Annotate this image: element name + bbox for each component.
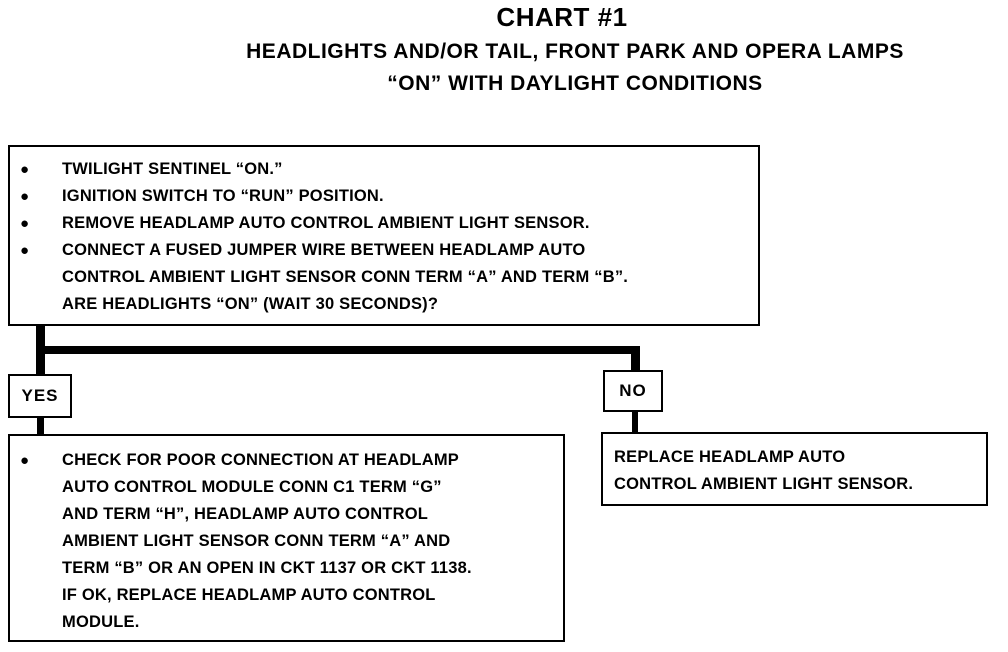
yes-step-1: CHECK FOR POOR CONNECTION AT HEADLAMP AU… bbox=[20, 447, 560, 636]
connector-no-to-box bbox=[632, 411, 638, 433]
chart-title-line-2: “ON” WITH DAYLIGHT CONDITIONS bbox=[387, 72, 763, 95]
main-step-3: REMOVE HEADLAMP AUTO CONTROL AMBIENT LIG… bbox=[20, 210, 750, 237]
no-result-box bbox=[601, 432, 988, 506]
connector-horizontal bbox=[36, 346, 640, 354]
main-step-list: TWILIGHT SENTINEL “ON.” IGNITION SWITCH … bbox=[20, 156, 750, 318]
yes-branch-label: YES bbox=[8, 374, 72, 418]
no-result-text: REPLACE HEADLAMP AUTO CONTROL AMBIENT LI… bbox=[614, 448, 914, 493]
no-branch-label: NO bbox=[603, 370, 663, 412]
main-step-4: CONNECT A FUSED JUMPER WIRE BETWEEN HEAD… bbox=[20, 237, 750, 318]
chart-number: CHART #1 bbox=[496, 2, 628, 32]
yes-step-list: CHECK FOR POOR CONNECTION AT HEADLAMP AU… bbox=[20, 447, 560, 636]
chart-title-line-1: HEADLIGHTS AND/OR TAIL, FRONT PARK AND O… bbox=[246, 40, 904, 63]
main-step-2: IGNITION SWITCH TO “RUN” POSITION. bbox=[20, 183, 750, 210]
connector-yes-to-box bbox=[37, 417, 44, 435]
connector-no-down bbox=[631, 346, 640, 371]
main-step-1: TWILIGHT SENTINEL “ON.” bbox=[20, 156, 750, 183]
